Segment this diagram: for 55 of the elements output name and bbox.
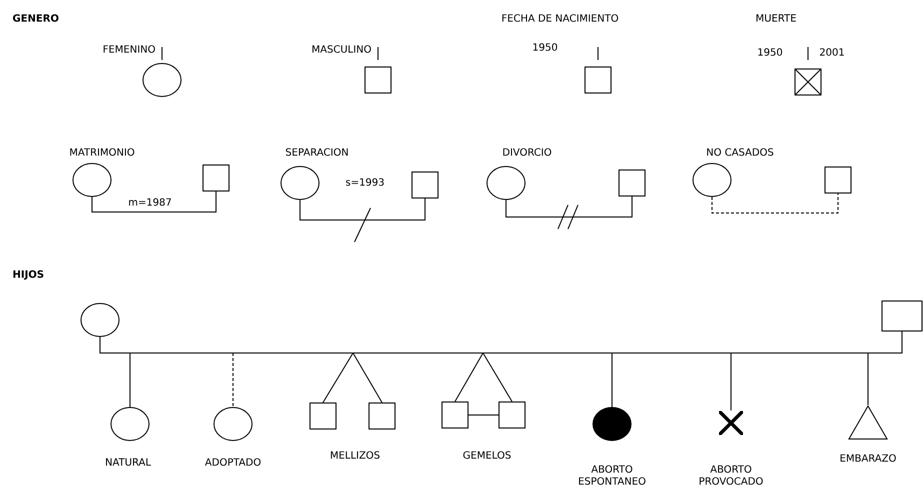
symbol-label: 1950 [758,48,782,56]
connector-line [300,198,426,220]
square-symbol [584,66,612,94]
connector-line [506,196,632,218]
circle-symbol [280,166,320,200]
square-symbol [442,402,468,428]
connector-line [712,193,838,214]
symbol-label: ABORTO PROVOCADO [700,465,763,485]
connector-line [482,352,512,402]
edge-label: m=1987 [127,197,173,207]
category-heading: GEMELOS [463,451,511,459]
circle-symbol [72,163,112,197]
symbol-label: ADOPTADO [205,458,261,466]
category-heading: SEPARACION [286,148,348,156]
circle-symbol [80,303,120,337]
connector-line [468,414,499,416]
circle-symbol [110,407,150,441]
category-heading: DIVORCIO [503,148,552,156]
category-heading: NO CASADOS [707,148,774,156]
symbol-label: EMBARAZO [840,454,896,462]
symbol-label: 1950 [533,43,558,51]
circle-symbol [592,407,632,441]
circle-symbol [486,166,526,200]
circle-symbol [142,63,182,97]
square-symbol [882,300,922,332]
connector-line [232,352,234,408]
connector-line [100,331,902,354]
square-symbol [368,402,396,430]
square-symbol [412,172,438,198]
symbol-label: MASCULINO [312,45,371,53]
symbol-label: NATURAL [106,458,151,466]
symbol-label: FEMENINO [104,45,155,53]
symbol-label: ABORTO ESPONTANEO [579,465,646,485]
connector-line [454,352,484,402]
deceased-square-symbol [794,68,822,96]
category-heading: MUERTE [756,14,796,22]
square-symbol [364,66,392,94]
category-heading: FECHA DE NACIMIENTO [502,14,618,22]
section-heading: GENERO [13,14,58,22]
edge-label: s=1993 [344,177,386,187]
section-heading: HIJOS [13,270,44,280]
symbol-label: 2001 [820,48,844,56]
square-symbol [618,170,646,196]
square-symbol [202,164,230,192]
category-heading: MELLIZOS [330,451,380,459]
square-symbol [498,402,526,428]
connector-line [322,352,354,403]
connector-line [352,352,382,403]
circle-symbol [214,407,252,441]
square-symbol [824,166,852,194]
connector-line [92,191,216,212]
cross-symbol [719,411,743,435]
circle-symbol [692,163,732,197]
connector-line [730,352,732,411]
square-symbol [310,402,336,430]
